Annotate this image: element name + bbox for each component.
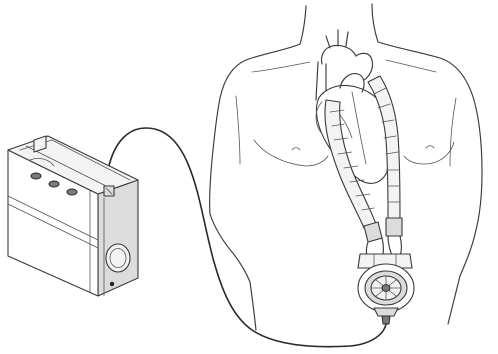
pump bbox=[358, 254, 414, 324]
external-controller bbox=[8, 136, 138, 296]
cannula-connectors bbox=[364, 218, 402, 258]
